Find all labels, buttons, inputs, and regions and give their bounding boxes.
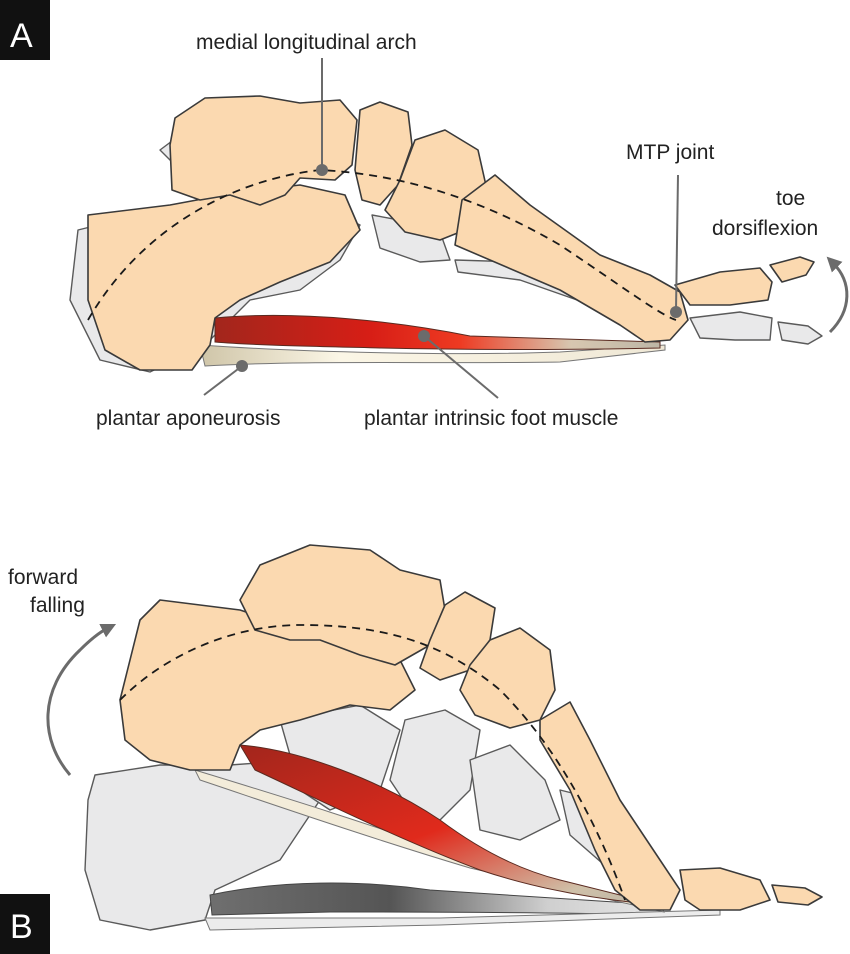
toe-dorsiflexion-arrow bbox=[826, 256, 849, 334]
label-forward: forward bbox=[8, 566, 78, 589]
label-plantar-intrinsic-foot-muscle: plantar intrinsic foot muscle bbox=[364, 407, 618, 430]
mtp-leader-dot bbox=[670, 306, 682, 318]
label-plantar-aponeurosis: plantar aponeurosis bbox=[96, 407, 280, 430]
muscle-leader-dot bbox=[418, 330, 430, 342]
panel-a-leaders bbox=[203, 58, 682, 399]
cuneiform-b bbox=[459, 627, 556, 729]
aponeurosis-leader-line bbox=[203, 365, 243, 396]
panel-a-badge bbox=[0, 0, 50, 60]
ghost-navicular-b bbox=[389, 709, 481, 821]
label-mtp-joint: MTP joint bbox=[626, 141, 714, 164]
label-dorsiflexion: dorsiflexion bbox=[712, 217, 818, 240]
mtp-leader-line bbox=[675, 174, 679, 311]
panel-b-arch-line bbox=[119, 624, 626, 901]
ghost-phalanx-2 bbox=[777, 321, 823, 345]
forward-falling-arrow bbox=[46, 623, 117, 776]
aponeurosis-leader-dot bbox=[236, 360, 248, 372]
label-medial-longitudinal-arch: medial longitudinal arch bbox=[196, 31, 417, 54]
panel-b-ghost-aponeurosis bbox=[204, 909, 721, 931]
label-toe: toe bbox=[776, 187, 805, 210]
distal-phalanx-b bbox=[771, 884, 823, 906]
ghost-phalanx-1 bbox=[689, 311, 773, 341]
distal-phalanx bbox=[769, 256, 815, 283]
panel-a: A bbox=[0, 0, 849, 430]
panel-a-letter: A bbox=[10, 17, 33, 55]
muscle-leader-line bbox=[423, 335, 499, 399]
panel-a-intrinsic-muscle bbox=[214, 314, 661, 350]
panel-b-badge bbox=[0, 894, 50, 954]
proximal-phalanx-b bbox=[679, 867, 771, 911]
label-falling: falling bbox=[30, 594, 85, 617]
panel-a-plantar-aponeurosis bbox=[199, 344, 666, 367]
panel-b-letter: B bbox=[10, 908, 33, 946]
ghost-cuneiform-b bbox=[469, 744, 561, 841]
panel-a-bones bbox=[87, 95, 815, 371]
proximal-phalanx bbox=[674, 267, 773, 306]
panel-b-bones bbox=[119, 544, 823, 911]
panel-a-arch-line bbox=[87, 169, 677, 321]
first-metatarsal-b bbox=[539, 701, 681, 911]
first-metatarsal bbox=[454, 174, 689, 343]
arch-leader-dot bbox=[316, 164, 328, 176]
panel-b: forward falling B bbox=[0, 544, 823, 954]
talus bbox=[169, 95, 358, 206]
